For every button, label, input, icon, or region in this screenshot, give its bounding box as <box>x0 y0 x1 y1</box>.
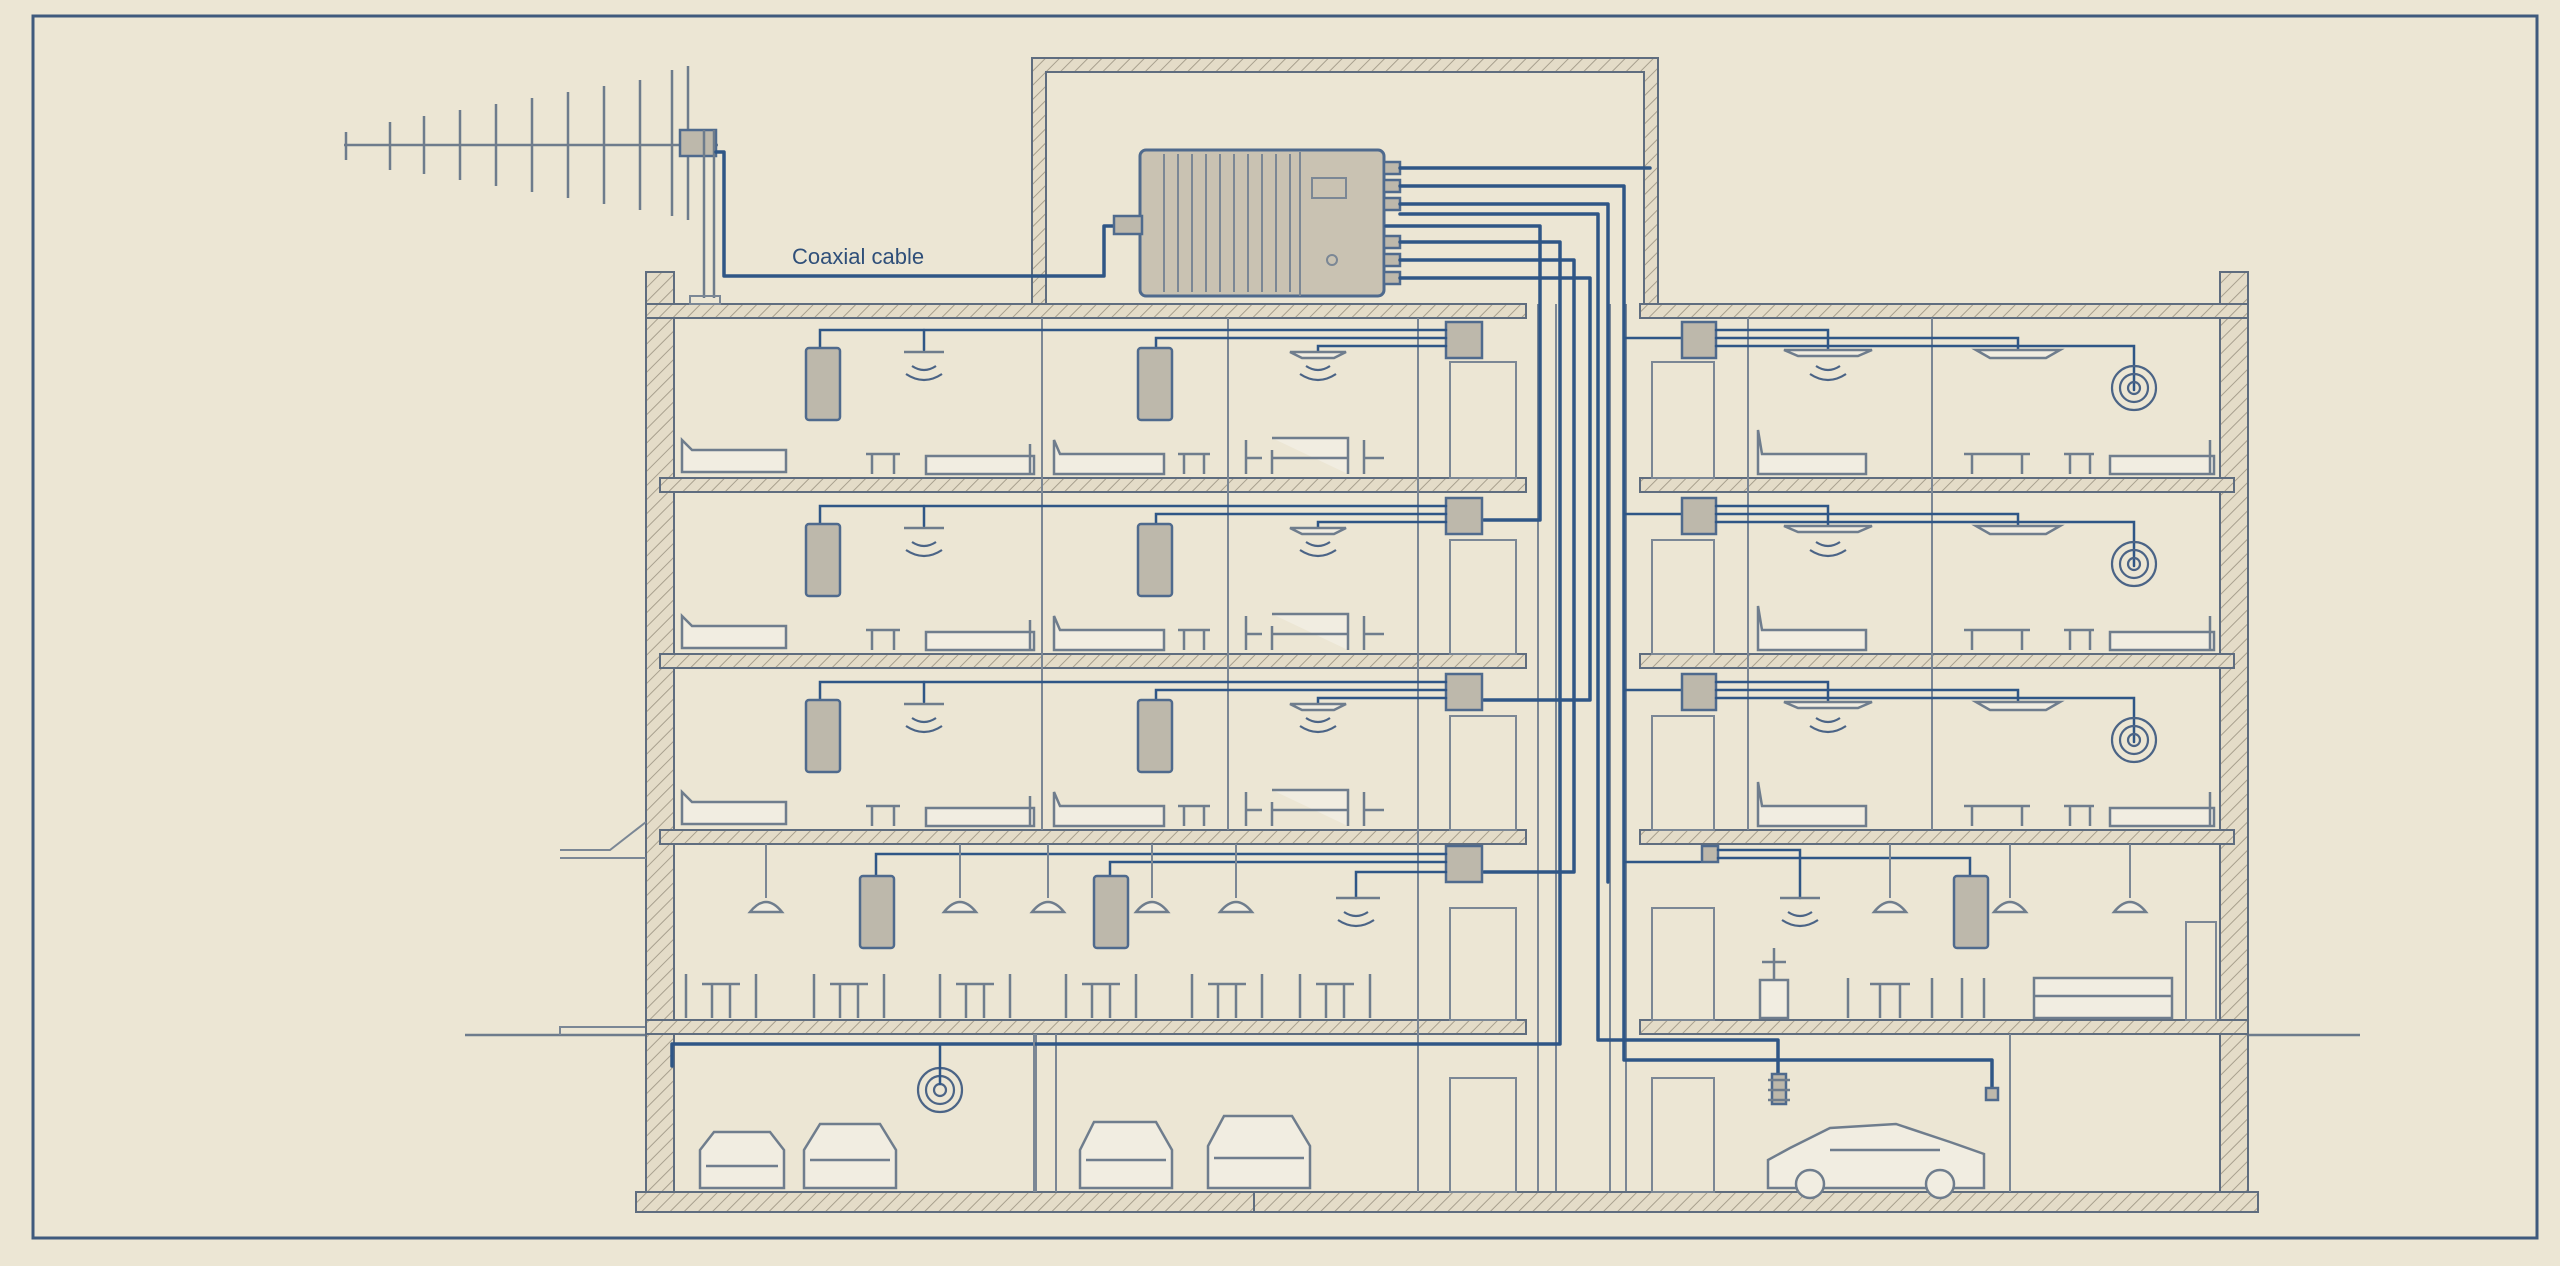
lamp-icon <box>747 844 1255 914</box>
right-outer-wall <box>2219 271 2249 1193</box>
car-icon <box>1078 1120 1174 1190</box>
parking-left <box>698 1034 1312 1192</box>
panel-antenna-icon <box>1136 698 1174 774</box>
floor-2-right <box>1680 672 2216 828</box>
floor-3-right <box>1680 496 2216 652</box>
floor-4-left <box>680 320 1484 476</box>
floor-4-right <box>1680 320 2216 476</box>
floor-1-left <box>684 844 1484 1018</box>
floor-1-right <box>1700 844 2174 1020</box>
car-icon <box>1766 1122 1986 1190</box>
splitter-icon <box>1680 496 1718 536</box>
doors <box>1449 361 2217 1193</box>
coaxial-cable-line <box>714 150 1118 278</box>
restaurant-tables <box>684 974 1372 1018</box>
yagi-antenna-icon <box>344 66 721 305</box>
splitter-icon <box>1680 672 1718 712</box>
panel-antenna-icon <box>804 522 842 598</box>
coaxial-cable-label: Coaxial cable <box>792 244 924 269</box>
cable-terminal-icon <box>1768 1072 1790 1106</box>
panel-antenna-icon <box>1136 346 1174 422</box>
ground-line <box>465 1026 2360 1037</box>
car-icon <box>698 1130 786 1190</box>
panel-antenna-icon <box>804 346 842 422</box>
left-wing-floors <box>680 320 1484 1192</box>
panel-antenna-icon <box>1092 874 1130 950</box>
interior-walls <box>1035 318 2011 1192</box>
car-icon <box>1206 1114 1312 1190</box>
building-section <box>560 271 2259 1213</box>
splitter-icon <box>1444 496 1484 536</box>
splitter-icon <box>1444 320 1484 360</box>
panel-antenna-icon <box>858 874 896 950</box>
splitter-icon <box>1444 672 1484 712</box>
signal-booster-icon <box>1112 148 1402 298</box>
car-icon <box>802 1122 898 1190</box>
panel-antenna-icon <box>804 698 842 774</box>
floor-2-left <box>680 672 1484 828</box>
splitter-icon <box>1680 320 1718 360</box>
drawing-frame <box>31 14 2539 1240</box>
splitter-icon <box>1700 844 1720 864</box>
panel-antenna-icon <box>1136 522 1174 598</box>
parking-right <box>1766 1072 2000 1200</box>
terminal-icon <box>1984 1086 2000 1102</box>
omni-antenna-icon <box>916 1042 964 1114</box>
right-wing-floors <box>1680 320 2216 1200</box>
omni-antenna-icon <box>2110 540 2158 588</box>
floor-3-left <box>680 496 1484 652</box>
omni-antenna-icon <box>2110 364 2158 412</box>
omni-antenna-icon <box>2110 716 2158 764</box>
feeder-cables <box>670 166 1994 1094</box>
foundation-slab <box>635 1191 1259 1213</box>
splitter-icon <box>1444 844 1484 884</box>
panel-antenna-icon <box>1952 874 1990 950</box>
left-outer-wall <box>645 271 675 1193</box>
